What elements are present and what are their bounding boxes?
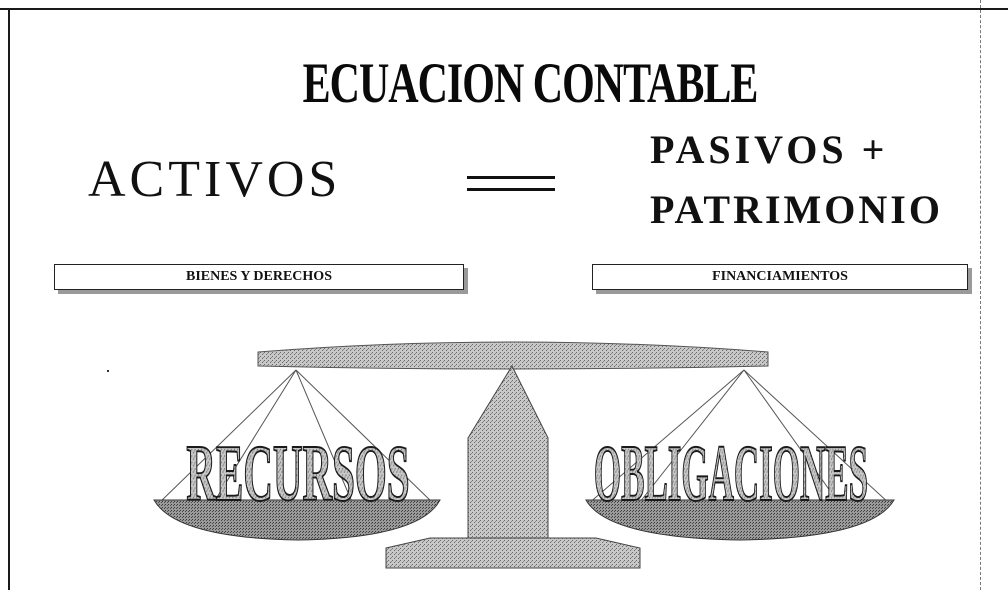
left-pan-text: RECURSOS	[186, 428, 409, 517]
assets-label-box: BIENES Y DERECHOS	[54, 264, 464, 290]
equals-bar-top	[467, 176, 555, 179]
frame-top-border	[0, 8, 1008, 10]
equals-sign	[467, 176, 555, 192]
scale-post	[467, 364, 549, 541]
page-title: ECUACION CONTABLE	[302, 53, 759, 116]
equals-bar-bottom	[467, 188, 555, 191]
pasivos-term: PASIVOS +	[650, 127, 889, 172]
scale-base	[385, 537, 641, 569]
left-pan	[153, 499, 441, 541]
right-pan	[585, 499, 895, 541]
activos-term: ACTIVOS	[88, 151, 342, 208]
stray-dot	[107, 370, 109, 372]
left-pan-strings	[157, 369, 435, 505]
scale-beam	[257, 341, 769, 370]
liabilities-label-box: FINANCIAMIENTOS	[592, 264, 968, 290]
patrimonio-term: PATRIMONIO	[650, 187, 943, 232]
frame-right-dashed-line	[980, 0, 981, 590]
right-pan-strings	[587, 369, 891, 505]
right-pan-text: OBLIGACIONES	[594, 430, 868, 518]
frame-left-border	[8, 8, 10, 590]
